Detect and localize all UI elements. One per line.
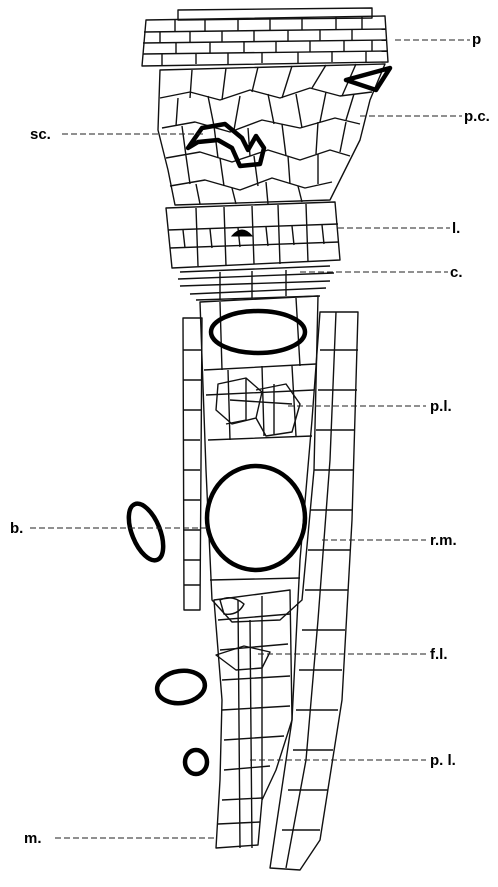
resin-canal-main: [207, 466, 305, 570]
label-pl-upper: p.l.: [430, 398, 452, 415]
label-l: l.: [452, 220, 460, 237]
label-pl-lower: p. l.: [430, 752, 456, 769]
dark-small-cell: [232, 230, 252, 236]
label-rm: r.m.: [430, 532, 457, 549]
label-m: m.: [24, 830, 42, 847]
thick-cell-small: [185, 750, 207, 774]
thick-cell-lower-left: [155, 668, 207, 706]
label-sc: sc.: [30, 126, 51, 143]
label-p: p: [472, 31, 481, 48]
layer-l-cells: [166, 202, 340, 268]
left-fiber-strand: [183, 318, 202, 610]
label-c: c.: [450, 264, 463, 281]
resin-canal-upper: [211, 311, 305, 353]
label-b: b.: [10, 520, 23, 537]
thick-cell-b: [122, 499, 170, 565]
lower-cell-column: [214, 590, 292, 848]
cambium-lines: [178, 266, 334, 300]
label-pc: p.c.: [464, 108, 490, 125]
periderm-cells: [142, 8, 388, 66]
label-fl: f.l.: [430, 646, 448, 663]
